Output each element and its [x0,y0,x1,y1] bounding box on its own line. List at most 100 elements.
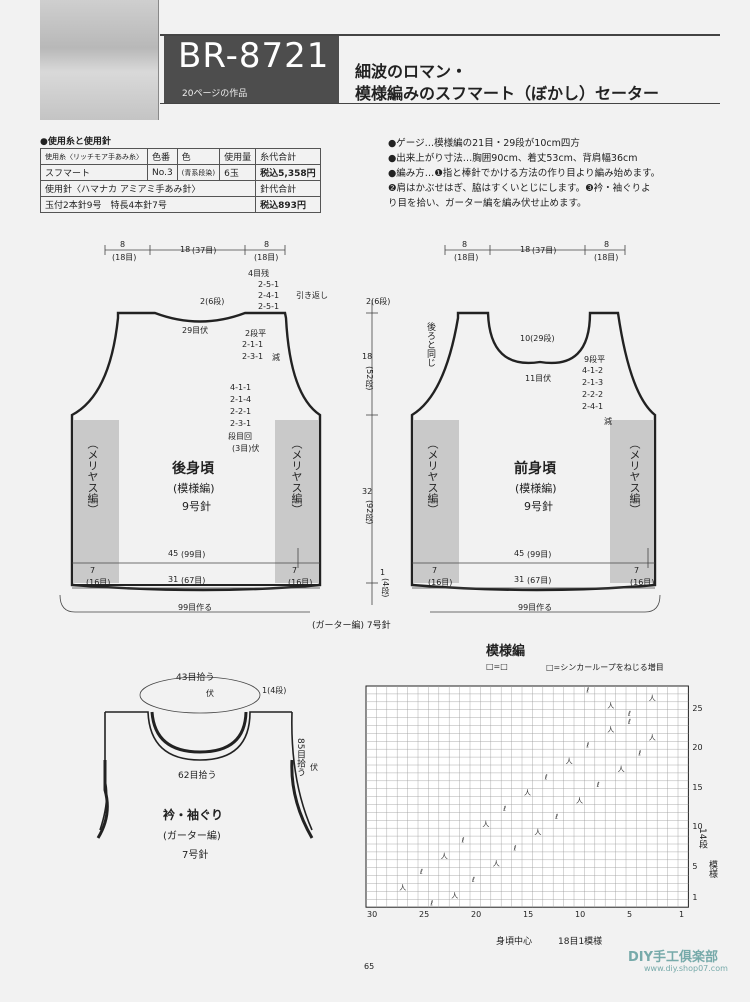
back-width-full: 45 [168,549,179,558]
front-neck-depth: 10(29段) [520,334,555,343]
chart-stitch-mark: 人 [482,821,489,829]
back-dim-right: 8 [264,240,270,249]
front-neck-4: 2-4-1 [582,402,604,411]
dim-hem: 1 [380,568,386,577]
watermark-url: www.diy.shop07.com [644,964,728,973]
back-arm2-a: 4-1-1 [230,383,252,392]
dim-hem-rows: (4段) [381,578,390,598]
pattern-code-box: BR-8721 20ページの作品 [164,34,339,104]
method-line-3: り目を拾い、ガーター編を編み伏せ止めます。 [388,198,587,209]
chart-legend-twist: □=シンカーループをねじる増目 [546,663,664,672]
chart-x-tick: 30 [367,910,378,920]
chart-stitch-mark: ℓ [596,781,600,789]
needle-total: 税込893円 [255,196,321,213]
front-width-full-sub: (99目) [527,550,552,559]
chart-y-tick: 1 [692,893,698,903]
back-shoulder-dec-3: 2-5-1 [258,302,280,311]
back-arm-b: 2-3-1 [242,352,264,361]
chart-stitch-mark: ℓ [461,837,465,845]
page-reference: 20ページの作品 [182,89,248,99]
front-width-full: 45 [514,549,525,558]
chart-stitch-mark: ℓ [429,900,433,908]
chart-right-rows: 14段 [697,828,707,849]
materials-table: 使用糸〈リッチモア手あみ糸〉 色番 色 使用量 糸代合計 スフマート No.3 … [39,148,321,213]
chart-center-label: 身頃中心 [496,937,533,947]
front-dim-right: 8 [604,240,610,249]
model-photo [40,0,159,120]
chart-stitch-mark: 人 [451,892,458,900]
front-neck-bind: 11目伏 [525,374,552,383]
page-number: 65 [364,962,375,971]
back-body-outline [70,311,322,592]
back-arm2-e: 段目回 [228,432,252,441]
back-cast-on: 99目作る [178,603,213,612]
dim-body: 32 [362,487,373,496]
chart-stitch-mark: 人 [534,829,541,837]
front-dim-left-sub: (18目) [454,253,479,262]
back-arm-plain: 2段平 [245,329,267,338]
front-neck-plain: 9段平 [584,355,606,364]
method-line-2: ❷肩はかぶせはぎ、脇はすくいとじにします。❸衿・袖ぐりよ [388,183,651,194]
chart-stitch-mark: ℓ [502,805,506,813]
chart-stitch-mark: ℓ [627,718,631,726]
back-side-right-label: （メリヤス編） [290,438,303,515]
front-cast-on: 99目作る [518,603,553,612]
back-dim-mid: 18 [180,245,191,254]
back-edge-left: 7 [90,566,96,575]
front-same-as-back: 後ろと同じ [425,322,435,367]
back-shoulder-dec-1: 2-5-1 [258,280,280,289]
back-body-stitch: (模様編) [173,482,215,495]
collar-pick-bottom: 62目拾う [178,771,217,781]
chart-stitch-mark: ℓ [544,773,548,781]
watermark: DIY手工俱楽部 [628,950,719,965]
gauge-line: ●ゲージ…模様編の21目・29段が10cm四方 [388,138,580,149]
back-arm2-c: 2-2-1 [230,407,252,416]
front-side-panel-right [610,420,653,583]
front-neck-dec: 減 [604,417,612,426]
materials-heading: ●使用糸と使用針 [40,137,111,147]
front-dim-right-sub: (18目) [594,253,619,262]
front-body-title: 前身頃 [514,461,556,477]
back-neck-rows: 2(6段) [200,297,225,306]
front-width-mid-sub: (67目) [527,576,552,585]
back-rows-remaining: 4目残 [248,269,270,278]
front-neck-2: 2-1-3 [582,378,604,387]
chart-stitch-mark: ℓ [513,844,517,852]
back-neck-bind: 29目伏 [182,326,209,335]
front-dim-left: 8 [462,240,468,249]
chart-x-tick: 20 [471,910,482,920]
dim-armhole-rows: (52段) [365,366,374,391]
chart-x-tick: 1 [679,910,685,920]
back-side-panel-right [275,420,318,583]
chart-y-tick: 15 [692,782,703,792]
chart-y-tick: 5 [692,861,698,871]
chart-stitch-mark: ℓ [585,686,589,694]
back-arm-a: 2-1-1 [242,340,264,349]
front-edge-left-sub: (16目) [428,578,453,587]
chart-stitch-mark: ℓ [627,710,631,718]
back-edge-left-sub: (16目) [86,578,111,587]
chart-legend-knit: □=□ [486,662,508,671]
chart-stitch-mark: 人 [566,758,573,766]
back-shoulder-dec-2: 2-4-1 [258,291,280,300]
chart-x-tick: 5 [627,910,633,920]
chart-x-tick: 15 [523,910,534,920]
back-arm-bind: (3目)伏 [232,444,260,453]
dim-body-rows: (92段) [365,500,374,525]
size-line: ●出来上がり寸法…胸囲90cm、着丈53cm、背肩幅36cm [388,153,638,164]
chart-stitch-mark: 人 [493,860,500,868]
garter-label: (ガーター編) 7号針 [312,621,391,631]
collar-rows: 1(4段) [262,686,287,695]
chart-right-label: 模様 [707,860,717,878]
back-short-rows: 引き返し [296,291,328,300]
back-side-panel-left [74,420,119,583]
collar-bind-1: 伏 [206,689,214,698]
front-width-mid: 31 [514,575,525,584]
back-arm-dec: 減 [272,353,280,362]
pattern-code: BR-8721 [178,36,330,76]
back-dim-right-sub: (18目) [254,253,279,262]
front-body-stitch: (模様編) [515,482,557,495]
chart-x-tick: 10 [575,910,586,920]
